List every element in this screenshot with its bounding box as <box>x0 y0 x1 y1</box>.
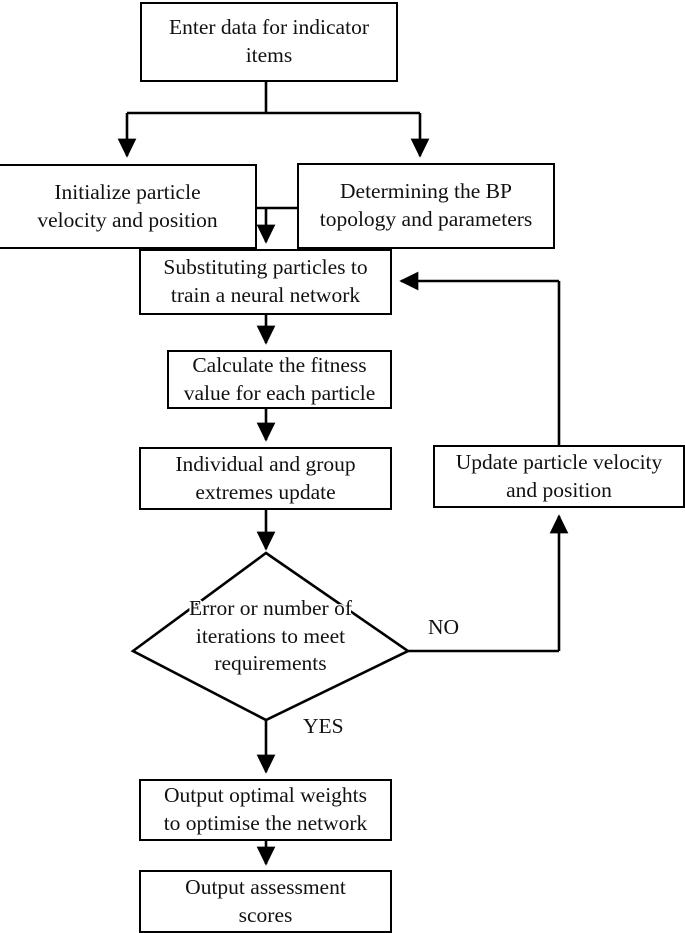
node-update-particle-label: Update particle velocity and position <box>455 449 663 502</box>
node-output-optimal-weights[interactable]: Output optimal weights to optimise the n… <box>139 779 392 841</box>
node-substituting-particles-label: Substituting particles to train a neural… <box>163 255 368 307</box>
node-calculate-fitness-label: Calculate the fitness value for each par… <box>183 352 376 405</box>
node-determine-bp[interactable]: Determining the BP topology and paramete… <box>297 163 555 249</box>
node-error-or-iterations[interactable]: Error or number of iterations to meet re… <box>133 553 408 720</box>
node-output-assessment-scores-label: Output assessment scores <box>185 874 346 927</box>
edge-label-no: NO <box>428 615 460 639</box>
node-determine-bp-label: Determining the BP topology and paramete… <box>319 179 533 231</box>
node-enter-data[interactable]: Enter data for indicator items <box>140 2 398 82</box>
node-output-optimal-weights-label: Output optimal weights to optimise the n… <box>163 783 368 835</box>
node-initialize-particle[interactable]: Initialize particle velocity and positio… <box>0 164 257 249</box>
node-calculate-fitness[interactable]: Calculate the fitness value for each par… <box>167 350 392 409</box>
node-enter-data-label: Enter data for indicator items <box>169 15 369 67</box>
node-update-particle[interactable]: Update particle velocity and position <box>433 445 685 508</box>
node-substituting-particles[interactable]: Substituting particles to train a neural… <box>139 249 392 315</box>
node-output-assessment-scores[interactable]: Output assessment scores <box>139 870 392 933</box>
node-initialize-particle-label: Initialize particle velocity and positio… <box>37 179 218 232</box>
node-error-or-iterations-label: Error or number of iterations to meet re… <box>189 595 352 676</box>
node-individual-group-extremes[interactable]: Individual and group extremes update <box>139 447 392 510</box>
edge-label-yes: YES <box>303 714 344 738</box>
node-individual-group-extremes-label: Individual and group extremes update <box>175 451 356 504</box>
